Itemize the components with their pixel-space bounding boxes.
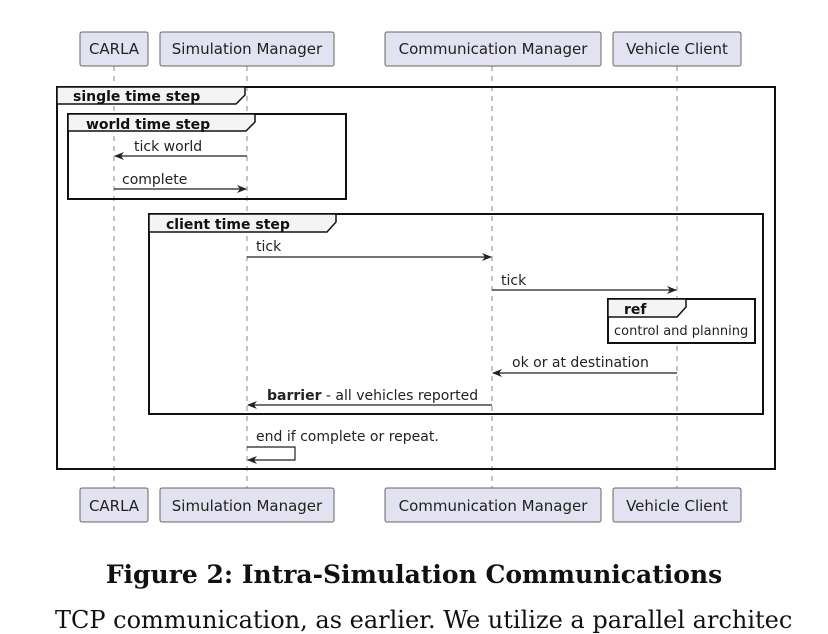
frame-client-time-step bbox=[148, 213, 764, 415]
message-label-barrier-bold: barrier bbox=[267, 388, 322, 404]
participant-box-communication-manager-top bbox=[384, 31, 602, 67]
frame-ref-tab bbox=[607, 298, 687, 318]
frame-single-time-step-tab bbox=[56, 86, 246, 105]
participant-box-carla-top bbox=[79, 31, 149, 67]
participant-label-vehicle-client-top: Vehicle Client bbox=[626, 40, 728, 58]
frame-client-time-step-tab bbox=[148, 213, 337, 233]
message-label-complete: complete bbox=[122, 172, 187, 188]
participant-label-communication-manager-bottom: Communication Manager bbox=[399, 497, 589, 515]
participant-label-simulation-manager-bottom: Simulation Manager bbox=[172, 497, 323, 515]
participant-label-carla-bottom: CARLA bbox=[89, 497, 140, 515]
frame-ref-body: control and planning bbox=[614, 324, 748, 339]
participant-label-simulation-manager-top: Simulation Manager bbox=[172, 40, 323, 58]
message-label-tick-world: tick world bbox=[134, 139, 202, 155]
frame-world-time-step-tab bbox=[67, 113, 256, 132]
participant-box-simulation-manager-bottom bbox=[159, 487, 335, 523]
participant-box-vehicle-client-bottom bbox=[612, 487, 742, 523]
arrow-end-if-complete-self bbox=[247, 446, 296, 464]
participant-box-vehicle-client-top bbox=[612, 31, 742, 67]
participant-box-carla-bottom bbox=[79, 487, 149, 523]
message-label-barrier-rest: - all vehicles reported bbox=[321, 388, 478, 404]
message-label-end-if-complete: end if complete or repeat. bbox=[256, 429, 439, 445]
frame-world-time-step-label: world time step bbox=[86, 117, 210, 133]
participant-label-vehicle-client-bottom: Vehicle Client bbox=[626, 497, 728, 515]
frame-ref-label: ref bbox=[624, 302, 647, 318]
message-label-barrier: barrier - all vehicles reported bbox=[267, 388, 478, 404]
frame-single-time-step-label: single time step bbox=[73, 89, 200, 105]
figure-caption: Figure 2: Intra-Simulation Communication… bbox=[105, 560, 723, 589]
message-label-tick-1: tick bbox=[256, 239, 282, 255]
participant-box-simulation-manager-top bbox=[159, 31, 335, 67]
participant-label-carla-top: CARLA bbox=[89, 40, 140, 58]
participant-label-communication-manager-top: Communication Manager bbox=[399, 40, 589, 58]
frame-single-time-step bbox=[56, 86, 776, 470]
sequence-diagram: CARLA Simulation Manager Communication M… bbox=[56, 31, 776, 523]
participant-box-communication-manager-bottom bbox=[384, 487, 602, 523]
message-label-tick-2: tick bbox=[501, 273, 527, 289]
message-label-ok-or-at-destination: ok or at destination bbox=[512, 355, 649, 371]
frame-client-time-step-label: client time step bbox=[166, 217, 290, 233]
partial-body-text: TCP communication, as earlier. We utiliz… bbox=[55, 606, 793, 634]
